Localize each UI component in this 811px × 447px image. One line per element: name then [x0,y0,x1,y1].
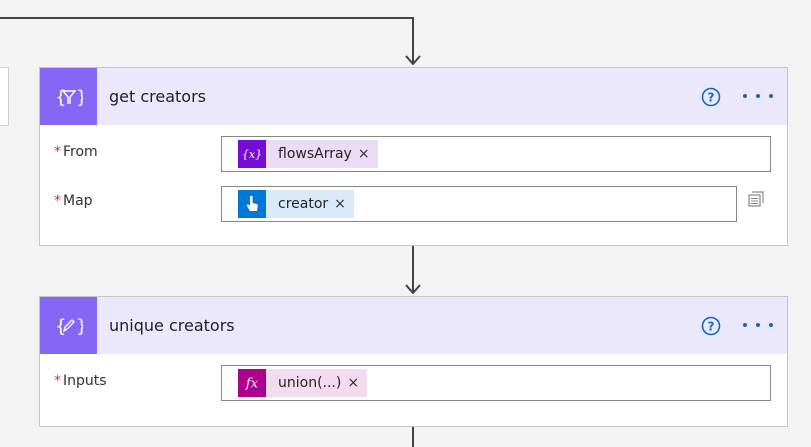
from-field[interactable]: {x} flowsArray × [221,136,771,172]
touch-hand-icon [238,190,266,218]
svg-text:fx: fx [245,377,259,392]
remove-token-icon[interactable]: × [347,375,360,391]
svg-text:}: } [76,87,83,108]
trigger-output-token[interactable]: creator × [238,190,354,218]
more-options-icon[interactable] [743,317,773,333]
arrow-down-icon [405,284,421,294]
svg-text:{: { [55,316,66,337]
action-title[interactable]: unique creators [109,316,235,335]
arrow-down-icon [405,55,421,65]
action-title[interactable]: get creators [109,87,207,106]
map-field[interactable]: creator × [221,186,737,222]
flow-connector-line [0,17,414,19]
help-icon[interactable]: ? [701,87,721,107]
inputs-field[interactable]: fx union(...) × [221,365,771,401]
function-fx-icon: fx [238,369,266,397]
action-card-header[interactable]: { } unique creators ? [40,297,787,354]
flow-connector-line [412,246,414,292]
svg-text:?: ? [708,91,715,105]
remove-token-icon[interactable]: × [357,146,370,162]
flow-connector-line [412,17,414,64]
variable-icon: {x} [238,140,266,168]
more-options-icon[interactable] [743,88,773,104]
svg-text:}: } [76,316,83,337]
adjacent-panel-edge [0,67,9,126]
expression-token[interactable]: fx union(...) × [238,369,368,397]
action-card-unique-creators: { } unique creators ? *Inputs fx union(.… [39,296,788,427]
flow-connector-line [412,427,414,447]
param-label-from: *From [54,144,98,160]
compose-braces-icon: { } [40,297,97,354]
remove-token-icon[interactable]: × [334,196,346,212]
param-label-map: *Map [54,193,93,209]
svg-text:?: ? [708,320,715,334]
action-card-get-creators: { } get creators ? *From {x} flowsArray [39,67,788,246]
variable-token[interactable]: {x} flowsArray × [238,140,378,168]
param-label-inputs: *Inputs [54,373,107,389]
svg-text:{: { [55,87,66,108]
filter-braces-icon: { } [40,68,97,125]
svg-text:{x}: {x} [242,148,262,161]
action-card-header[interactable]: { } get creators ? [40,68,787,125]
switch-to-text-mode-icon[interactable] [746,190,764,208]
help-icon[interactable]: ? [701,316,721,336]
